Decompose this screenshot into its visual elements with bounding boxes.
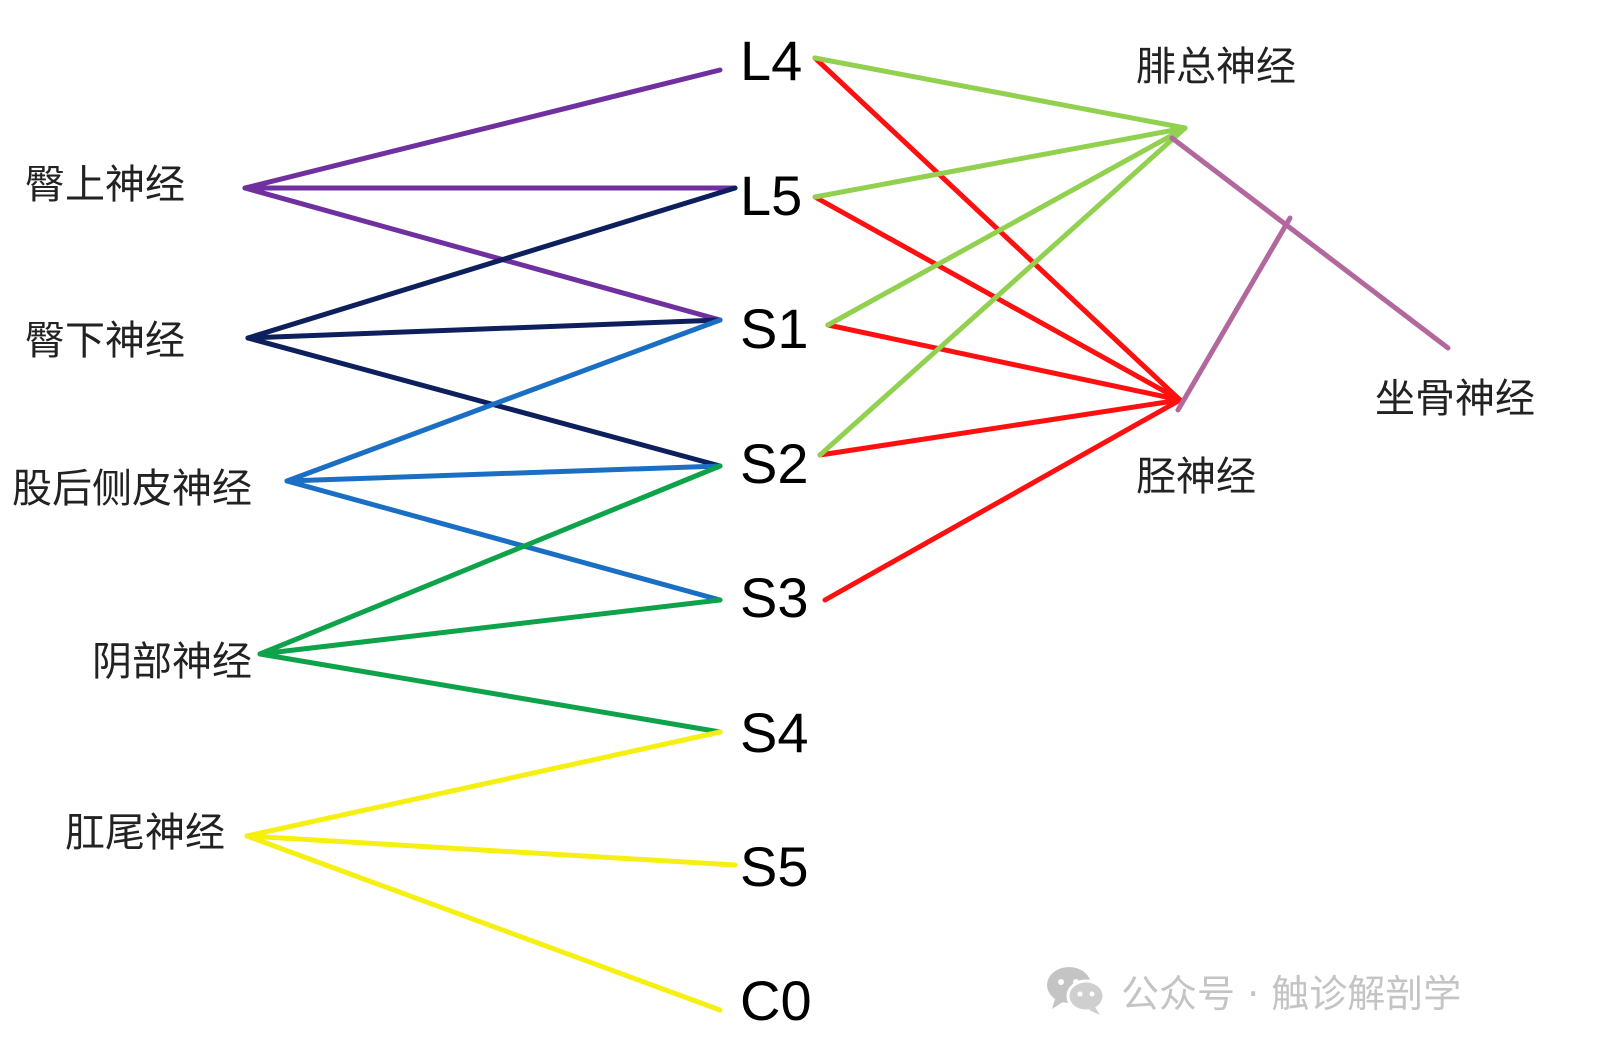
watermark: 公众号 · 触诊解剖学 (1045, 960, 1461, 1020)
root-label-s1: S1 (740, 297, 809, 360)
connection-lines (242, 55, 1451, 1013)
line-inf-gluteal-l5 (245, 185, 738, 341)
nerve-label-common-peroneal: 腓总神经 (1136, 44, 1296, 90)
line-common-peroneal-l5 (812, 125, 1188, 200)
line-anococcygeal-s4 (244, 729, 723, 839)
nerve-label-tibial: 胫神经 (1136, 454, 1256, 500)
line-common-peroneal-l4 (812, 55, 1188, 131)
line-post-femoral-cutaneous-s3 (284, 478, 723, 603)
line-inf-gluteal-s2 (245, 335, 723, 469)
line-tibial-s2 (817, 397, 1183, 458)
line-pudendal-s4 (257, 651, 723, 735)
root-label-l4: L4 (740, 29, 802, 92)
line-tibial-s3 (822, 397, 1183, 603)
root-label-s5: S5 (740, 835, 809, 898)
root-label-l5: L5 (740, 164, 802, 227)
wechat-icon (1047, 967, 1106, 1015)
root-label-s4: S4 (740, 701, 809, 764)
line-post-femoral-cutaneous-s2 (284, 463, 723, 484)
line-pudendal-s2 (257, 463, 723, 657)
nerve-label-sup-gluteal: 臀上神经 (25, 162, 185, 208)
nerve-label-pudendal: 阴部神经 (92, 639, 252, 685)
line-pudendal-s3 (257, 597, 723, 657)
root-label-s2: S2 (740, 432, 809, 495)
line-common-peroneal-s1 (825, 125, 1188, 328)
line-inf-gluteal-s1 (245, 317, 723, 341)
nerve-label-sciatic: 坐骨神经 (1375, 376, 1535, 422)
nerve-label-post-femoral-cutaneous: 股后侧皮神经 (12, 466, 252, 512)
line-sup-gluteal-l4 (242, 67, 723, 191)
line-sciatic-trunk (1169, 135, 1451, 351)
line-tibial-s1 (825, 322, 1183, 403)
line-anococcygeal-c0 (244, 833, 723, 1013)
nerve-label-inf-gluteal: 臀下神经 (25, 318, 185, 364)
root-label-s3: S3 (740, 566, 809, 629)
line-anococcygeal-s5 (244, 833, 738, 868)
root-label-c0: C0 (740, 969, 812, 1032)
line-common-peroneal-s2 (817, 125, 1188, 458)
nerve-label-anococcygeal: 肛尾神经 (65, 810, 225, 856)
line-post-femoral-cutaneous-s1 (284, 317, 723, 484)
line-sciatic-tibial-branch (1175, 215, 1293, 413)
watermark-text: 公众号 · 触诊解剖学 (1121, 971, 1462, 1016)
line-sup-gluteal-s1 (242, 185, 723, 323)
